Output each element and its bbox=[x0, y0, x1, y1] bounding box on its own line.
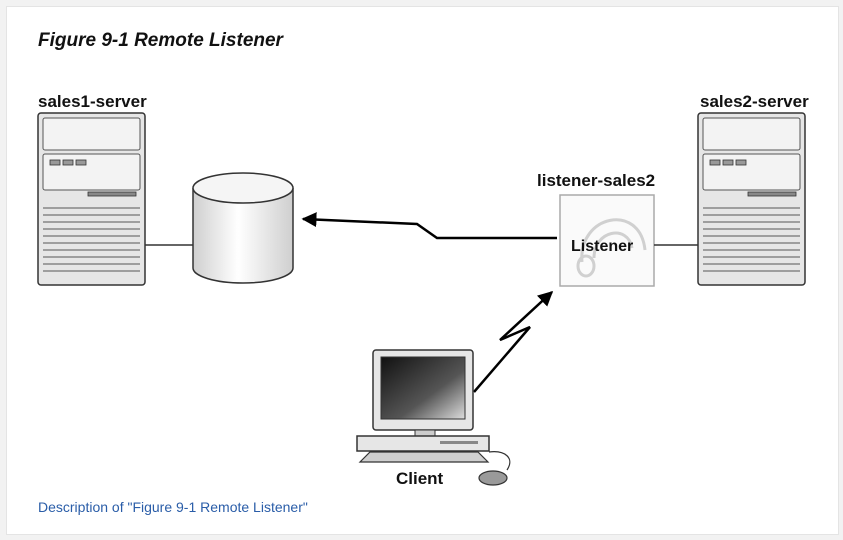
client-to-listener-arrow bbox=[473, 290, 554, 393]
sales2-server-icon bbox=[697, 112, 806, 286]
headset-icon bbox=[576, 218, 647, 278]
client-computer-icon bbox=[356, 349, 511, 486]
listener-name-label: listener-sales2 bbox=[537, 171, 655, 190]
listener-box-label: Listener bbox=[571, 238, 633, 255]
figure-description-link[interactable]: Description of "Figure 9-1 Remote Listen… bbox=[38, 499, 308, 515]
client-label: Client bbox=[396, 469, 444, 488]
database-icon bbox=[192, 172, 294, 284]
figure-title: Figure 9-1 Remote Listener bbox=[38, 30, 283, 51]
sales1-server-icon bbox=[37, 112, 146, 286]
listener-to-database-arrow bbox=[301, 212, 557, 240]
sales2-server-label: sales2-server bbox=[700, 92, 809, 111]
listener-box bbox=[559, 194, 655, 287]
sales1-server-label: sales1-server bbox=[38, 92, 147, 111]
